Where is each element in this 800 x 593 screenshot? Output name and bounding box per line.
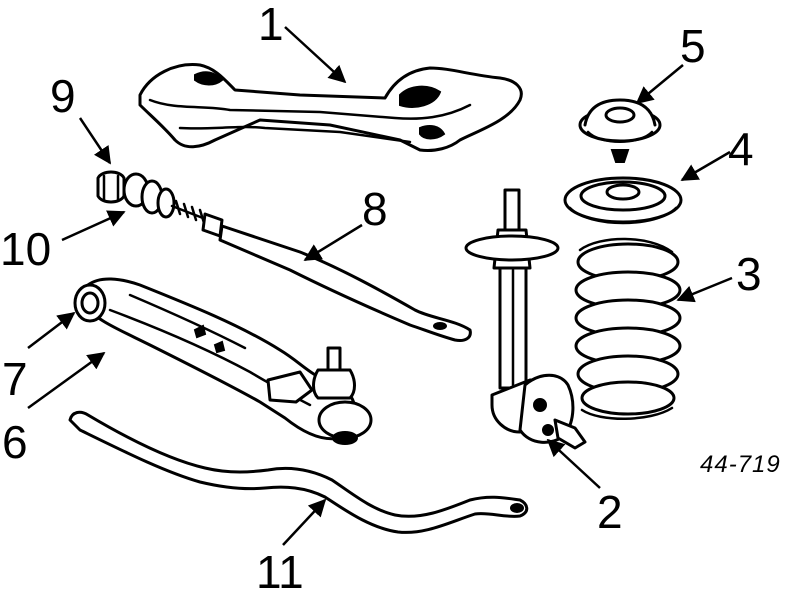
- callout-8-label: 8: [362, 183, 388, 235]
- spring-seat-icon: [563, 176, 683, 225]
- callout-2-leader: [546, 438, 601, 489]
- control-arm-bushing-icon: [73, 283, 107, 323]
- stabilizer-bar-icon: [68, 410, 529, 534]
- coil-spring-icon: [574, 237, 682, 420]
- figure-reference-code: 44-719: [700, 451, 781, 478]
- callout-4-label: 4: [728, 123, 754, 175]
- callout-3-label: 3: [736, 248, 762, 300]
- callout-4-leader: [680, 150, 731, 182]
- callout-11-leader: [282, 498, 327, 546]
- callout-10-label: 10: [0, 223, 51, 275]
- callout-7-leader: [27, 311, 76, 349]
- callout-11-label: 11: [256, 546, 304, 593]
- callout-5-label: 5: [680, 20, 706, 72]
- ball-joint-icon: [266, 346, 373, 445]
- strut-mount-icon: [578, 98, 662, 163]
- tension-rod-icon: [170, 199, 472, 342]
- callout-3-leader: [676, 276, 733, 303]
- callout-6-label: 6: [2, 416, 28, 468]
- crossmember-icon: [138, 63, 523, 152]
- rod-end-nut-icon: [96, 170, 126, 204]
- callout-9-label: 9: [50, 70, 76, 122]
- callout-10-leader: [61, 210, 126, 242]
- callout-5-leader: [635, 64, 684, 105]
- steering-knuckle-icon: [518, 373, 587, 450]
- callout-2-label: 2: [597, 486, 623, 538]
- lower-control-arm-icon: [83, 277, 357, 441]
- callout-6-leader: [27, 351, 106, 410]
- callout-1-leader: [284, 26, 347, 84]
- callout-8-leader: [303, 223, 363, 262]
- callout-1-label: 1: [258, 0, 284, 50]
- leader-lines: [27, 26, 733, 546]
- callout-7-label: 7: [2, 353, 28, 405]
- callout-9-leader: [78, 117, 112, 165]
- rod-bushing-icon: [122, 172, 176, 219]
